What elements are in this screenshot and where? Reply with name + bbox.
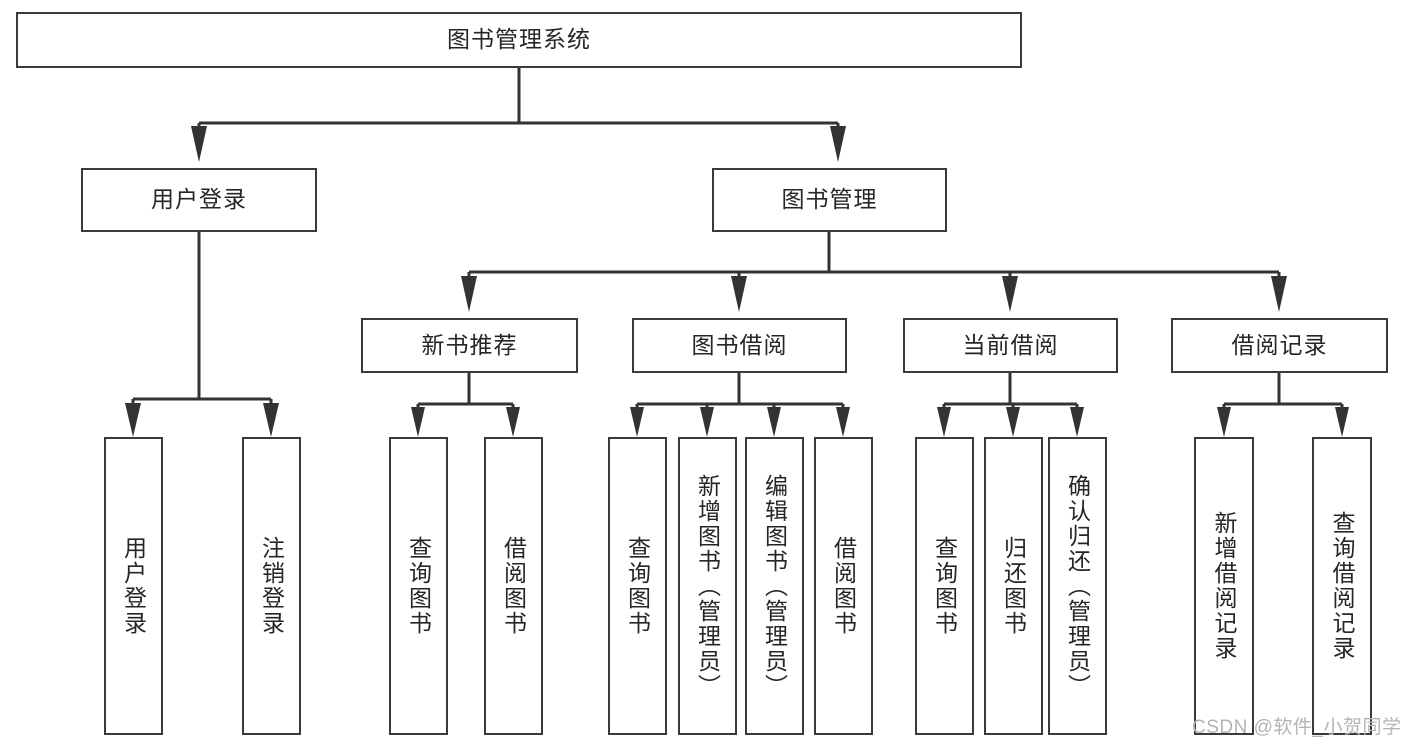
node-label: 图书借阅 [691, 331, 788, 358]
node-leaf-query-book-recommend[interactable]: 查询图书 [389, 437, 448, 735]
node-label: 借阅图书 [830, 536, 857, 636]
node-leaf-borrow-book-recommend[interactable]: 借阅图书 [484, 437, 543, 735]
node-label: 图书管理系统 [447, 26, 591, 53]
node-label: 新增图书（管理员） [694, 473, 721, 699]
node-book-management[interactable]: 图书管理 [712, 168, 947, 232]
node-root-book-management-system[interactable]: 图书管理系统 [16, 12, 1022, 68]
csdn-watermark: CSDN @软件_小贺同学 [1192, 717, 1402, 738]
node-leaf-add-book-admin[interactable]: 新增图书（管理员） [678, 437, 737, 735]
node-label: 当前借阅 [962, 331, 1059, 358]
node-current-borrow[interactable]: 当前借阅 [903, 318, 1118, 373]
node-label: 确认归还（管理员） [1064, 473, 1091, 699]
node-label: 图书管理 [781, 186, 878, 213]
node-leaf-user-login[interactable]: 用户登录 [104, 437, 163, 735]
node-label: 查询图书 [405, 536, 432, 636]
node-label: 编辑图书（管理员） [761, 473, 788, 699]
node-leaf-add-borrow-record[interactable]: 新增借阅记录 [1194, 437, 1254, 735]
node-label: 新书推荐 [421, 331, 518, 358]
node-book-borrow[interactable]: 图书借阅 [632, 318, 847, 373]
node-leaf-logout[interactable]: 注销登录 [242, 437, 301, 735]
node-label: 新增借阅记录 [1211, 511, 1238, 661]
node-label: 查询图书 [931, 536, 958, 636]
node-leaf-return-book[interactable]: 归还图书 [984, 437, 1043, 735]
node-leaf-edit-book-admin[interactable]: 编辑图书（管理员） [745, 437, 804, 735]
node-label: 注销登录 [258, 536, 285, 636]
node-label: 用户登录 [151, 186, 247, 213]
node-user-login[interactable]: 用户登录 [81, 168, 317, 232]
node-label: 用户登录 [120, 536, 147, 636]
node-label: 查询借阅记录 [1329, 511, 1356, 661]
node-new-book-recommend[interactable]: 新书推荐 [361, 318, 578, 373]
node-label: 查询图书 [624, 536, 651, 636]
node-leaf-query-borrow-record[interactable]: 查询借阅记录 [1312, 437, 1372, 735]
node-leaf-confirm-return-admin[interactable]: 确认归还（管理员） [1048, 437, 1107, 735]
node-leaf-query-book-current[interactable]: 查询图书 [915, 437, 974, 735]
node-label: 归还图书 [1000, 536, 1027, 636]
node-label: 借阅图书 [500, 536, 527, 636]
node-leaf-borrow-book[interactable]: 借阅图书 [814, 437, 873, 735]
node-leaf-query-book-borrow[interactable]: 查询图书 [608, 437, 667, 735]
node-label: 借阅记录 [1231, 331, 1328, 358]
node-borrow-record[interactable]: 借阅记录 [1171, 318, 1388, 373]
